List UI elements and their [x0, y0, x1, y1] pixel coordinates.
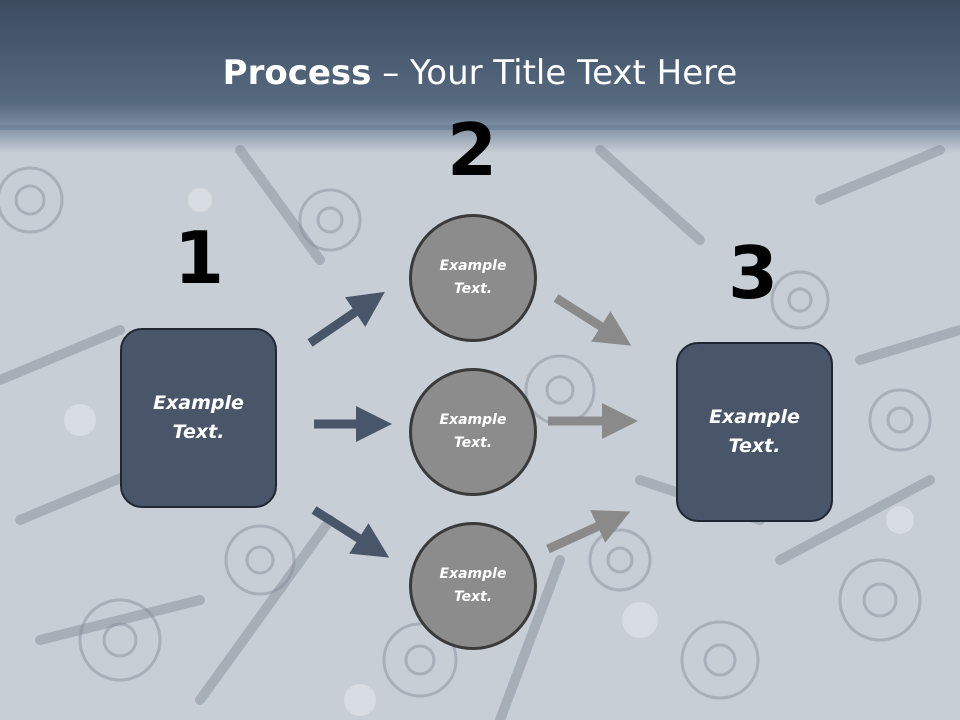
step-number-3: 3: [727, 231, 779, 315]
arrow-left-to-bottom: [311, 506, 390, 558]
step-number-2: 2: [446, 108, 498, 192]
left-step-label: Example Text.: [153, 392, 244, 443]
arrow-left-to-top: [307, 291, 385, 347]
middle-circle-bottom[interactable]: Example Text.: [409, 522, 537, 650]
right-step-box[interactable]: Example Text.: [676, 342, 833, 522]
right-step-label: Example Text.: [709, 406, 800, 457]
left-step-box[interactable]: Example Text.: [120, 328, 277, 508]
title-rest: Your Title Text Here: [410, 53, 738, 93]
circle-top-label: Example Text.: [439, 258, 507, 297]
middle-circle-top[interactable]: Example Text.: [409, 214, 537, 342]
arrow-top-to-right: [553, 294, 632, 346]
circle-bottom-label: Example Text.: [439, 566, 507, 605]
title-separator: –: [371, 53, 411, 93]
step-number-1: 1: [173, 216, 225, 300]
arrow-bottom-to-right: [546, 510, 631, 554]
title-bar-fade: [0, 125, 960, 153]
middle-circle-center[interactable]: Example Text.: [409, 368, 537, 496]
slide-title[interactable]: Process – Your Title Text Here: [0, 50, 960, 96]
circle-center-label: Example Text.: [439, 412, 507, 451]
title-bar: [0, 0, 960, 130]
title-bold: Process: [222, 53, 372, 93]
